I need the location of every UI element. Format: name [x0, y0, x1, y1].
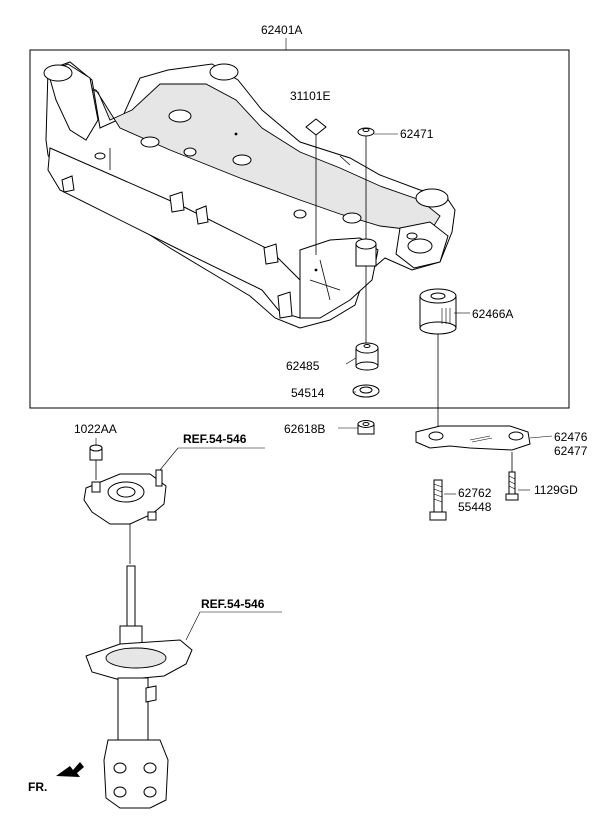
arrow-down-left-icon — [56, 762, 84, 777]
label-62466a: 62466A — [472, 307, 513, 321]
front-marker-label: FR. — [28, 780, 47, 794]
label-62477: 62477 — [554, 444, 588, 458]
label-1022aa: 1022AA — [74, 422, 117, 436]
item-1022aa-nut[interactable] — [89, 444, 103, 461]
item-62476-bracket[interactable] — [415, 425, 531, 451]
label-62401a: 62401A — [261, 23, 302, 37]
item-31101e-marker[interactable] — [305, 118, 327, 136]
item-1129gd-bolt[interactable] — [505, 452, 519, 501]
label-55448: 55448 — [458, 500, 492, 514]
subframe-crossmember[interactable] — [43, 61, 456, 329]
label-ref-upper: REF.54-546 — [183, 432, 247, 446]
label-62618b: 62618B — [284, 422, 325, 436]
item-62618b-nut[interactable] — [357, 420, 375, 435]
label-62762: 62762 — [458, 486, 492, 500]
label-ref-lower: REF.54-546 — [201, 597, 265, 611]
item-62485-bushing[interactable] — [355, 342, 379, 371]
label-1129gd: 1129GD — [534, 483, 578, 497]
subframe-group-box — [29, 49, 570, 409]
item-62466a-bushing[interactable] — [419, 288, 457, 335]
item-62762-bolt[interactable] — [429, 479, 447, 521]
strut-assembly[interactable] — [85, 565, 193, 809]
strut-upper-mount[interactable] — [83, 469, 167, 525]
label-31101e: 31101E — [290, 89, 330, 103]
label-54514: 54514 — [291, 386, 325, 400]
item-62471-washer[interactable] — [357, 127, 375, 137]
label-62476: 62476 — [554, 430, 588, 444]
leader-lines — [95, 38, 553, 641]
label-62485: 62485 — [286, 359, 320, 373]
item-54514-washer[interactable] — [352, 384, 380, 398]
upper-bushing[interactable] — [355, 238, 377, 267]
label-62471: 62471 — [400, 127, 434, 141]
